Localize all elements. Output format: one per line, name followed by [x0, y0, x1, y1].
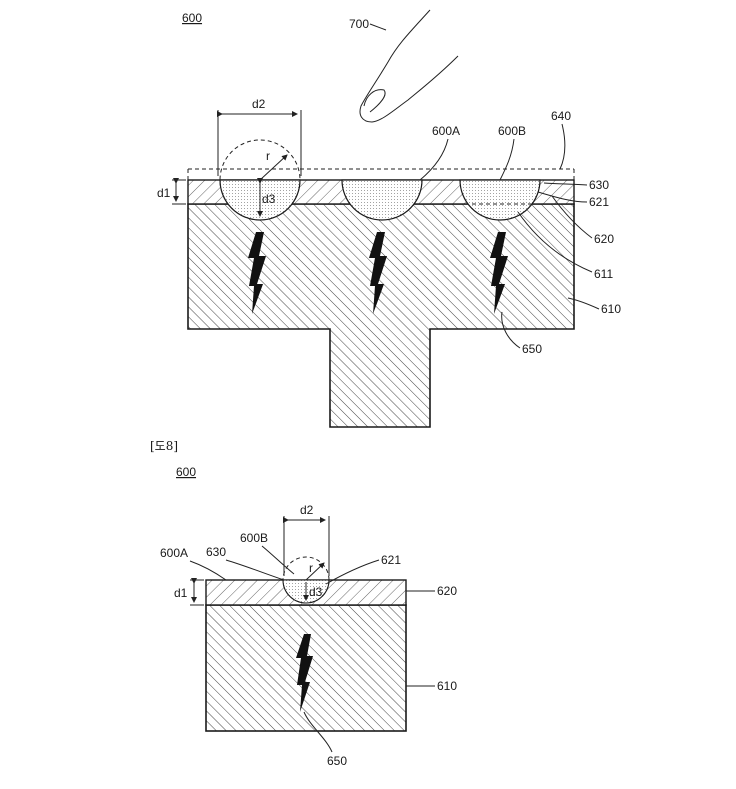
label-600B-bottom: 600B [240, 531, 268, 545]
leader-600A [420, 139, 448, 180]
label-d3-bottom: d3 [309, 585, 323, 599]
leader-600B [500, 139, 514, 180]
label-d3-top: d3 [262, 192, 276, 206]
radius-arrow [260, 155, 287, 180]
label-600B-top: 600B [498, 124, 526, 138]
bottom-figure: 600 d2 d1 d3 r 600B 600A 630 621 [160, 465, 457, 768]
leader-640 [560, 124, 565, 169]
label-d1-bottom: d1 [174, 586, 188, 600]
label-r-bottom: r [309, 561, 313, 575]
label-610-top: 610 [601, 302, 621, 316]
label-621-bottom: 621 [381, 553, 401, 567]
label-d2-top: d2 [252, 97, 266, 111]
label-600A-top: 600A [432, 124, 460, 138]
label-finger: 700 [349, 17, 369, 31]
label-d2-bottom: d2 [300, 503, 314, 517]
top-figure: 600 700 d2 d1 d3 [157, 10, 621, 427]
label-620-top: 620 [594, 232, 614, 246]
leader-630-bottom [226, 560, 284, 580]
leader-finger [370, 24, 386, 30]
leader-600B-bottom [262, 546, 294, 574]
label-620-bottom: 620 [437, 584, 457, 598]
label-650-top: 650 [522, 342, 542, 356]
label-611: 611 [594, 267, 613, 281]
label-r-top: r [266, 149, 270, 163]
label-621-top: 621 [589, 195, 609, 209]
caption-figure-8: [도8] [150, 439, 178, 453]
label-650-bottom: 650 [327, 754, 347, 768]
label-640: 640 [551, 109, 571, 123]
label-600A-bottom: 600A [160, 546, 188, 560]
label-630-bottom: 630 [206, 545, 226, 559]
leader-600A-bottom [190, 561, 226, 580]
label-630-top: 630 [589, 178, 609, 192]
label-d1-top: d1 [157, 186, 171, 200]
label-610-bottom: 610 [437, 679, 457, 693]
bottom-figure-ref: 600 [176, 465, 196, 479]
finger-illustration [360, 10, 458, 122]
top-figure-ref: 600 [182, 11, 202, 25]
